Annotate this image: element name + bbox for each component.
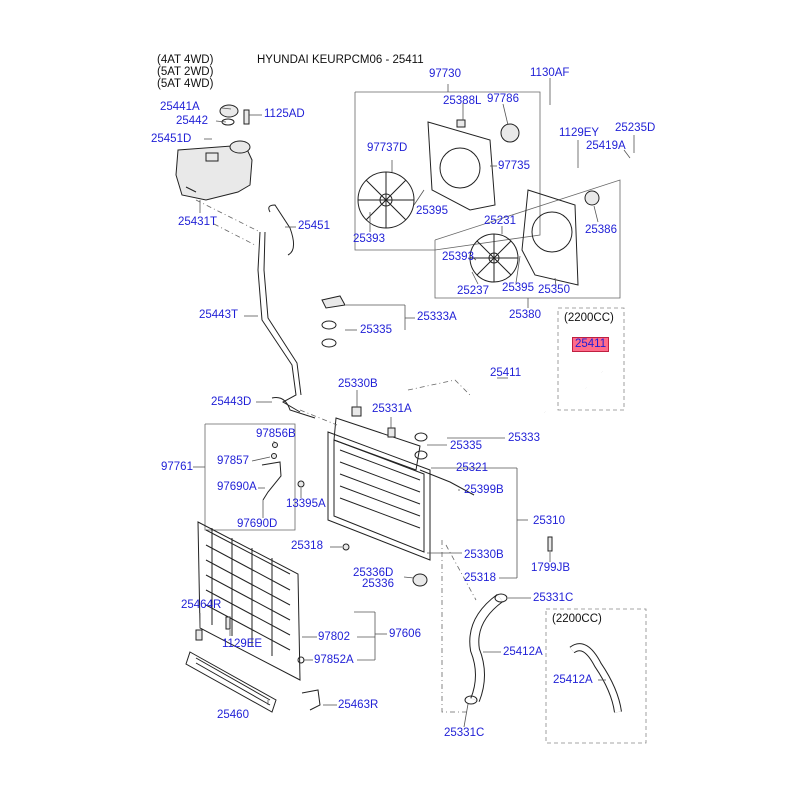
part-label-25393-lower[interactable]: 25393: [442, 251, 474, 263]
part-label-25333a[interactable]: 25333A: [417, 311, 457, 323]
part-label-25237[interactable]: 25237: [457, 285, 489, 297]
part-label-97856b[interactable]: 97856B: [256, 428, 296, 440]
part-label-25393-upper[interactable]: 25393: [353, 233, 385, 245]
part-label-25336[interactable]: 25336: [362, 578, 394, 590]
part-label-97761[interactable]: 97761: [161, 461, 193, 473]
bolt-1125ad: [243, 109, 250, 125]
part-label-97802[interactable]: 97802: [318, 631, 350, 643]
group-label-2200cc-lower: (2200CC): [552, 613, 602, 625]
reservoir-tank: [175, 140, 253, 201]
part-label-25310[interactable]: 25310: [533, 515, 565, 527]
part-label-25443d[interactable]: 25443D: [211, 396, 252, 408]
shroud-25350: [521, 189, 579, 286]
part-label-25380[interactable]: 25380: [509, 309, 541, 321]
part-label-25318-right[interactable]: 25318: [464, 572, 496, 584]
part-label-25331c-upper[interactable]: 25331C: [533, 592, 574, 604]
part-label-25235d[interactable]: 25235D: [615, 122, 656, 134]
hose-25333a: [321, 295, 346, 309]
part-label-1799jb[interactable]: 1799JB: [531, 562, 571, 574]
part-label-25331c-lower[interactable]: 25331C: [444, 727, 485, 739]
part-label-25388l[interactable]: 25388L: [443, 95, 482, 107]
bracket-25463r: [301, 689, 321, 711]
pipe-25399b: [419, 469, 475, 496]
radiator-25310: [327, 406, 431, 561]
cap-25441a: [219, 104, 239, 118]
part-label-97852a[interactable]: 97852A: [314, 654, 354, 666]
part-label-1130af[interactable]: 1130AF: [530, 67, 570, 79]
motor-25386: [584, 190, 600, 206]
part-label-25412a[interactable]: 25412A: [503, 646, 543, 658]
part-label-97690a[interactable]: 97690A: [217, 481, 257, 493]
part-label-25321[interactable]: 25321: [456, 462, 488, 474]
part-label-1129ee[interactable]: 1129EE: [222, 638, 263, 650]
bracket-group-box: [204, 423, 296, 531]
part-label-25330b-lower[interactable]: 25330B: [464, 549, 504, 561]
part-label-25431t[interactable]: 25431T: [178, 216, 218, 228]
part-label-25451d[interactable]: 25451D: [151, 133, 192, 145]
variant-label-3: (5AT 4WD): [157, 78, 214, 90]
part-label-1125ad[interactable]: 1125AD: [264, 108, 305, 120]
bolt-13395a: [297, 480, 305, 488]
part-label-25350[interactable]: 25350: [538, 284, 570, 296]
fan-shroud-group-box: [354, 91, 541, 251]
part-label-97606[interactable]: 97606: [389, 628, 421, 640]
condenser-97606: [197, 521, 301, 681]
part-label-1129ey[interactable]: 1129EY: [559, 127, 600, 139]
part-label-25335-upper[interactable]: 25335: [360, 324, 392, 336]
part-label-97690d[interactable]: 97690D: [237, 518, 278, 530]
part-label-25464r[interactable]: 25464R: [181, 599, 222, 611]
part-label-25411[interactable]: 25411: [490, 367, 522, 379]
part-label-25412a-2200cc[interactable]: 25412A: [553, 674, 593, 686]
motor-97786: [500, 123, 520, 143]
variant-label-2: (5AT 2WD): [157, 66, 214, 78]
bolt-1129ee: [225, 616, 231, 630]
bracket-97690a: [261, 461, 282, 501]
part-label-25331a[interactable]: 25331A: [372, 403, 412, 415]
group-label-2200cc-upper: (2200CC): [564, 312, 614, 324]
part-label-25231[interactable]: 25231: [484, 215, 516, 227]
diagram-title: HYUNDAI KEURPCM06 - 25411: [257, 54, 424, 66]
variant-label-1: (4AT 4WD): [157, 54, 214, 66]
hose-25443d: [271, 397, 316, 419]
part-label-25386[interactable]: 25386: [585, 224, 617, 236]
shroud-97735: [427, 121, 496, 211]
part-label-97735[interactable]: 97735: [498, 160, 530, 172]
hose-2200cc-box-lower: [545, 608, 647, 744]
leader-lines: [193, 78, 635, 728]
part-label-25411-highlighted[interactable]: 25411: [572, 337, 610, 352]
mount-25336: [412, 573, 428, 587]
part-label-25335-lower[interactable]: 25335: [450, 440, 482, 452]
bracket-25464r: [195, 629, 203, 641]
part-label-97730[interactable]: 97730: [429, 68, 461, 80]
part-label-25451[interactable]: 25451: [298, 220, 330, 232]
part-label-25395-lower[interactable]: 25395: [502, 282, 534, 294]
part-label-25441a[interactable]: 25441A: [160, 101, 200, 113]
pipe-25443t: [257, 231, 301, 413]
hose-25451: [268, 204, 294, 256]
oil-cooler-25460: [185, 651, 277, 713]
part-label-13395a[interactable]: 13395A: [286, 498, 326, 510]
part-label-25443t[interactable]: 25443T: [199, 309, 239, 321]
part-label-25318-left[interactable]: 25318: [291, 540, 323, 552]
part-label-25333[interactable]: 25333: [508, 432, 540, 444]
part-label-97857[interactable]: 97857: [217, 455, 249, 467]
part-label-25330b-upper[interactable]: 25330B: [338, 378, 378, 390]
part-label-97737d[interactable]: 97737D: [367, 142, 408, 154]
part-label-25336d[interactable]: 25336D: [353, 567, 394, 579]
part-label-25419a[interactable]: 25419A: [586, 140, 626, 152]
part-label-25395-upper[interactable]: 25395: [416, 205, 448, 217]
part-label-25460[interactable]: 25460: [217, 709, 249, 721]
bolt-1799jb: [547, 536, 553, 552]
part-label-97786[interactable]: 97786: [487, 93, 519, 105]
plug-25318: [342, 543, 350, 551]
part-label-25442[interactable]: 25442: [176, 115, 208, 127]
part-label-25463r[interactable]: 25463R: [338, 699, 379, 711]
part-label-25399b[interactable]: 25399B: [464, 484, 504, 496]
